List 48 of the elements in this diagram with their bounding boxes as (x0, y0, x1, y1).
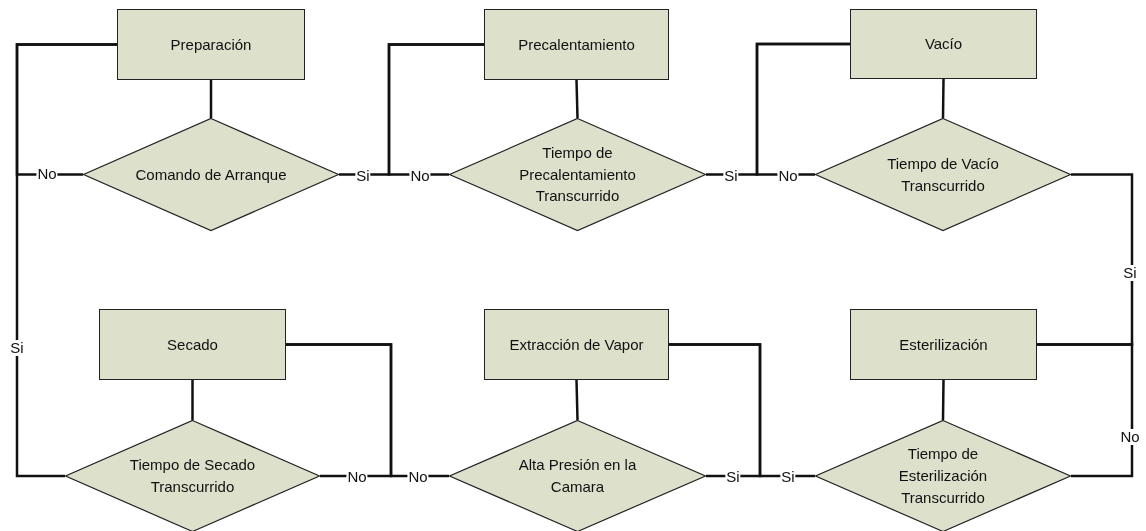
decision-diamond (815, 420, 1071, 531)
decision-diamond (815, 118, 1071, 231)
connector-line (209, 80, 213, 118)
edge-label: Si (780, 469, 796, 485)
connector-line (669, 343, 762, 478)
edge-label: Si (725, 469, 741, 485)
connector-line (387, 43, 484, 176)
process-box (484, 309, 669, 380)
decision-diamond (449, 420, 706, 531)
connector-line (191, 380, 194, 420)
edge-label: No (777, 168, 799, 184)
node-label: Vacío (924, 34, 963, 55)
edge-label: Si (9, 340, 25, 356)
edge-label: Si (723, 168, 739, 184)
node-label: Secado (167, 334, 218, 355)
decision-diamond (83, 118, 339, 231)
connector-line (1037, 343, 1134, 478)
node-label: Precalentamiento (518, 34, 635, 55)
connector-line (755, 42, 850, 176)
edge-label: No (407, 469, 429, 485)
connector-line (941, 79, 945, 118)
process-box (117, 9, 305, 80)
edge-label: No (36, 166, 58, 182)
edge-label: No (346, 469, 368, 485)
edge-label: No (1119, 429, 1141, 445)
node-label: Alta Presión en la Camara (517, 455, 638, 497)
process-box (850, 9, 1037, 79)
node-label: Comando de Arranque (134, 164, 288, 185)
node-label: Extracción de Vapor (509, 334, 644, 355)
node-label: Tiempo de Secado Transcurrido (128, 455, 257, 497)
decision-diamond (65, 420, 320, 531)
process-box (99, 309, 286, 380)
connector-line (286, 343, 393, 478)
connector-line (15, 43, 117, 478)
connector-line (575, 79, 579, 119)
connector-line (575, 379, 579, 421)
node-label: Tiempo de Precalentamiento Transcurrido (518, 142, 637, 207)
edge-label: Si (1122, 265, 1138, 281)
node-label: Tiempo de Esterilización Transcurrido (897, 444, 989, 508)
node-label: Tiempo de Vacío Transcurrido (886, 153, 1000, 196)
decision-diamond (449, 118, 706, 231)
node-label: Preparación (170, 34, 252, 55)
edge-label: Si (355, 168, 371, 184)
process-box (850, 309, 1037, 380)
node-label: Esterilización (899, 334, 988, 355)
edge-label: No (409, 168, 431, 184)
connector-line (941, 380, 945, 420)
process-box (484, 9, 669, 80)
